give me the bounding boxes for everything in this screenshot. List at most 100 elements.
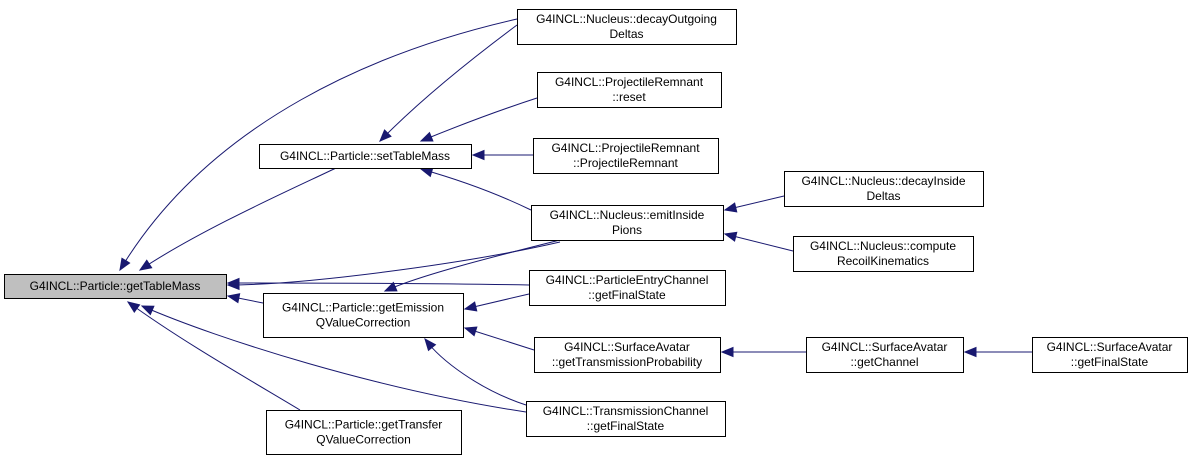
node-box-nei	[531, 205, 724, 241]
node-prr[interactable]: G4INCL::ProjectileRemnant::reset	[537, 72, 722, 108]
edge-saf-sac	[963, 346, 1032, 358]
edge-ncr-nei-arrowhead	[723, 231, 738, 242]
node-pec[interactable]: G4INCL::ParticleEntryChannel::getFinalSt…	[529, 270, 726, 306]
edge-nei-gem-arrowhead	[383, 281, 398, 292]
node-gem[interactable]: G4INCL::Particle::getEmissionQValueCorre…	[263, 293, 464, 338]
node-label-tcf-0: G4INCL::TransmissionChannel	[543, 404, 709, 418]
node-label-ndo-1: Deltas	[609, 27, 643, 41]
edge-pec-root-arrowhead	[226, 277, 240, 289]
edge-line-ndo-stm	[379, 24, 518, 142]
edge-gem-root-arrowhead	[226, 293, 241, 304]
nodes-layer: G4INCL::Particle::getTableMassG4INCL::Pa…	[4, 9, 1188, 455]
edge-sat-gem	[463, 326, 535, 351]
node-label-gem-1: QValueCorrection	[316, 316, 411, 330]
node-sac[interactable]: G4INCL::SurfaceAvatar::getChannel	[806, 337, 964, 373]
edge-tcf-gem	[424, 337, 527, 406]
edge-line-gtr-root	[127, 301, 301, 411]
node-label-ndo-0: G4INCL::Nucleus::decayOutgoing	[536, 12, 717, 26]
edges-layer	[119, 18, 1032, 413]
node-prp[interactable]: G4INCL::ProjectileRemnant::ProjectileRem…	[533, 138, 719, 174]
node-label-pec-0: G4INCL::ParticleEntryChannel	[546, 273, 709, 287]
node-box-root	[4, 274, 227, 299]
node-saf[interactable]: G4INCL::SurfaceAvatar::getFinalState	[1032, 337, 1188, 373]
node-label-nei-1: Pions	[612, 223, 642, 237]
edge-ndo-root	[119, 18, 518, 272]
node-label-prr-1: ::reset	[612, 90, 646, 104]
edge-nei-stm-arrowhead	[419, 167, 434, 178]
edge-line-nei-root	[227, 241, 561, 286]
node-label-ncr-1: RecoilKinematics	[837, 254, 929, 268]
node-box-sat	[534, 337, 721, 373]
node-label-prr-0: G4INCL::ProjectileRemnant	[555, 75, 704, 89]
edge-saf-sac-arrowhead	[963, 346, 977, 358]
edge-sat-gem-arrowhead	[463, 326, 478, 337]
edge-gem-root	[226, 293, 264, 304]
node-stm[interactable]: G4INCL::Particle::setTableMass	[259, 144, 472, 169]
node-box-ncr	[793, 236, 974, 272]
node-box-gem	[263, 293, 464, 338]
edge-line-nei-stm	[420, 168, 532, 211]
node-box-stm	[259, 144, 472, 169]
edge-stm-root	[138, 167, 337, 271]
edge-line-tcf-gem	[424, 338, 527, 406]
node-box-ndi	[784, 171, 984, 207]
node-box-gtr	[266, 410, 462, 455]
edge-ndo-root-arrowhead	[119, 257, 131, 272]
edge-line-stm-root	[139, 167, 337, 271]
edge-ndi-nei-arrowhead	[723, 202, 738, 213]
edge-tcf-root	[140, 305, 527, 413]
edge-pec-gem	[463, 293, 530, 312]
edge-tcf-root-arrowhead	[140, 305, 155, 316]
node-box-tcf	[526, 401, 726, 437]
edge-nei-gem	[383, 239, 561, 292]
edge-line-ndo-root	[119, 18, 518, 271]
node-box-pec	[529, 270, 726, 306]
edge-sac-sat-arrowhead	[720, 346, 734, 358]
node-root[interactable]: G4INCL::Particle::getTableMass	[4, 274, 227, 299]
node-label-sat-1: ::getTransmissionProbability	[552, 355, 702, 369]
node-box-prp	[533, 138, 719, 174]
node-label-sac-0: G4INCL::SurfaceAvatar	[822, 340, 948, 354]
edge-ncr-nei	[723, 231, 794, 252]
node-label-tcf-1: ::getFinalState	[587, 419, 665, 433]
node-label-gem-0: G4INCL::Particle::getEmission	[282, 301, 444, 315]
node-box-prr	[537, 72, 722, 108]
node-label-nei-0: G4INCL::Nucleus::emitInside	[550, 208, 705, 222]
edge-sac-sat	[720, 346, 806, 358]
node-label-ndi-0: G4INCL::Nucleus::decayInside	[801, 174, 965, 188]
edge-ndi-nei	[723, 195, 785, 213]
node-box-sac	[806, 337, 964, 373]
node-label-prp-0: G4INCL::ProjectileRemnant	[551, 141, 700, 155]
edge-prp-stm-arrowhead	[471, 149, 485, 161]
edge-line-pec-root	[227, 282, 530, 286]
edge-pec-root	[226, 277, 530, 289]
node-label-sat-0: G4INCL::SurfaceAvatar	[564, 340, 690, 354]
edge-line-nei-gem	[384, 239, 561, 292]
edge-line-prr-stm	[420, 97, 538, 142]
node-label-ndi-1: Deltas	[866, 189, 900, 203]
node-label-gtr-1: QValueCorrection	[316, 433, 411, 447]
node-box-ndo	[517, 9, 737, 45]
node-label-gtr-0: G4INCL::Particle::getTransfer	[285, 418, 443, 432]
node-gtr[interactable]: G4INCL::Particle::getTransferQValueCorre…	[266, 410, 462, 455]
edge-prr-stm-arrowhead	[419, 131, 434, 142]
edge-gtr-root-arrowhead	[126, 301, 141, 313]
node-tcf[interactable]: G4INCL::TransmissionChannel::getFinalSta…	[526, 401, 726, 437]
node-sat[interactable]: G4INCL::SurfaceAvatar::getTransmissionPr…	[534, 337, 721, 373]
edge-pec-gem-arrowhead	[463, 301, 478, 312]
edge-prr-stm	[419, 97, 538, 142]
node-box-saf	[1032, 337, 1188, 373]
node-label-saf-1: ::getFinalState	[1071, 355, 1149, 369]
edge-line-ncr-nei	[724, 233, 794, 252]
edge-tcf-gem-arrowhead	[424, 337, 437, 352]
node-label-root-0: G4INCL::Particle::getTableMass	[30, 279, 201, 293]
edge-ndo-stm	[379, 24, 518, 142]
node-label-prp-1: ::ProjectileRemnant	[573, 156, 678, 170]
node-label-pec-1: ::getFinalState	[588, 288, 666, 302]
edge-line-tcf-root	[141, 305, 527, 413]
